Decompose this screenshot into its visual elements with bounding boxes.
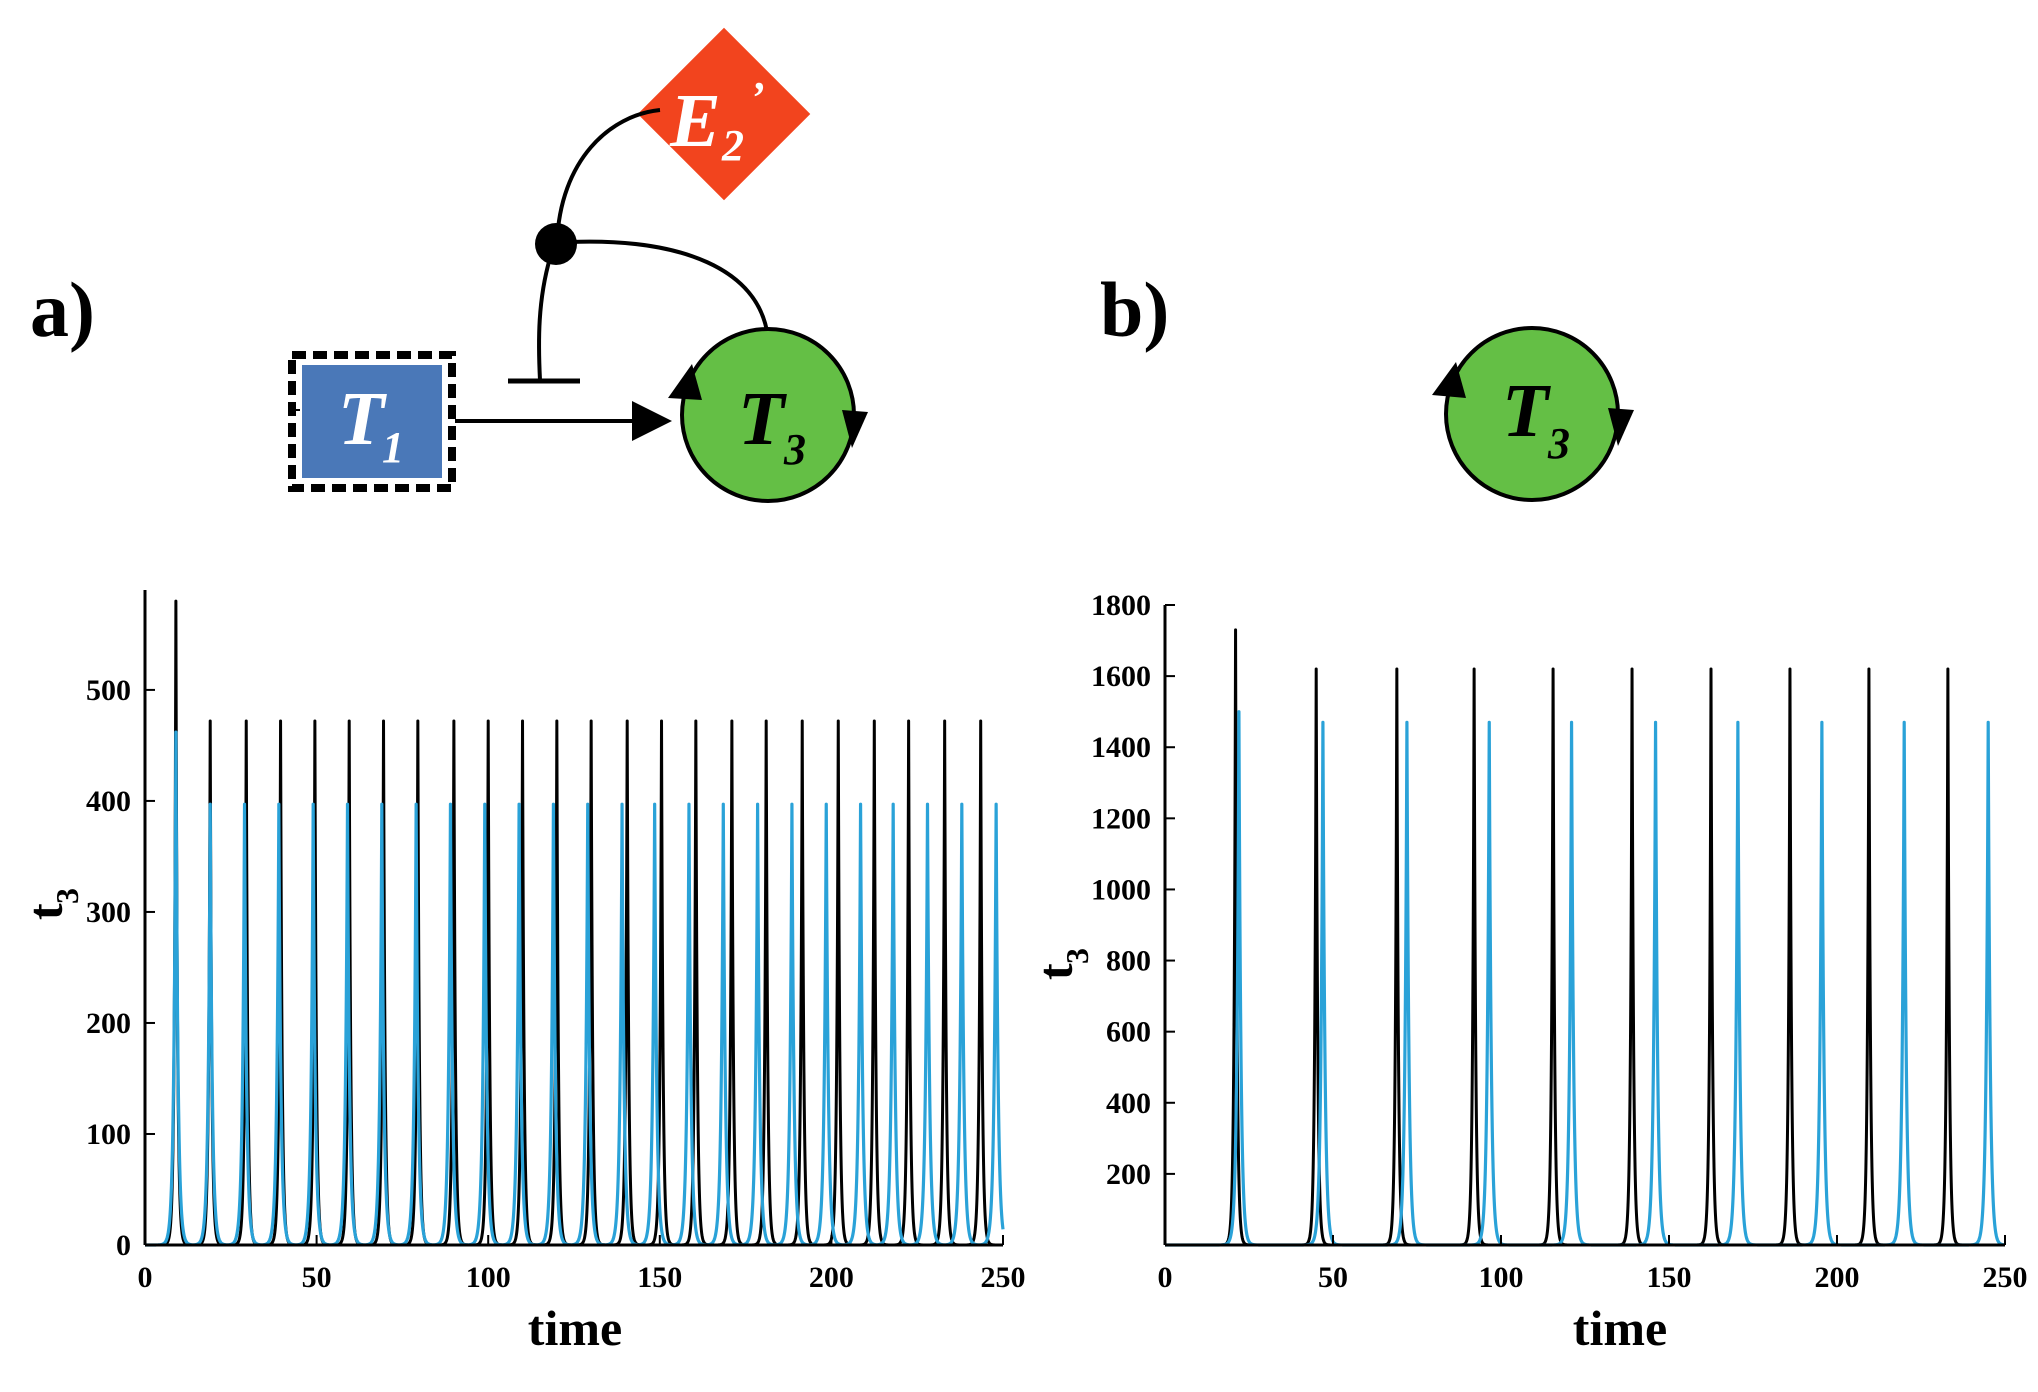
diagram-b: T 3 [1432,326,1634,502]
chart-b-y-axis-title: t 3 [1027,948,1095,980]
node-t3-b-subscript: 3 [1547,419,1570,468]
x-tick-label: 0 [138,1261,153,1294]
y-tick-label: 1000 [1091,873,1151,906]
node-t3-a-subscript: 3 [783,425,806,474]
chart-a-y-axis-title: t 3 [17,888,85,920]
x-tick-label: 150 [637,1261,682,1294]
x-tick-label: 250 [1983,1261,2028,1294]
node-t3-a-letter: T [738,377,787,461]
x-tick-label: 50 [1318,1261,1348,1294]
y-tick-label: 500 [86,674,131,707]
diagram-a: E 2 ’ T 1 T 3 [288,27,868,503]
chart-a-x-axis-title: time [528,1300,622,1356]
node-t3-b-letter: T [1502,369,1551,453]
chart-b: 0 50 100 150 200 250 200 400 600 800 1000 1200 1400… [1027,589,2028,1356]
node-e2-letter: E [669,79,721,163]
chart-a-y-ticks: 0 100 200 300 400 500 [86,674,155,1262]
chart-a: 0 50 100 150 200 250 0 100 200 300 400 500 time t … [17,590,1026,1356]
chart-b-x-axis-title: time [1573,1300,1667,1356]
series-black-line [1163,628,2007,1247]
link-e2-to-junction [555,108,661,244]
chart-a-series [143,599,1005,1247]
chart-a-x-ticks: 0 50 100 150 200 250 [138,1235,1026,1294]
x-tick-label: 150 [1647,1261,1692,1294]
x-tick-label: 100 [466,1261,511,1294]
y-tick-label: 1800 [1091,589,1151,622]
node-t1: T 1 [288,351,456,492]
series-black-line [143,599,1005,1247]
y-tick-label: 200 [86,1007,131,1040]
inhibition-line [537,257,552,381]
chart-b-x-ticks: 0 50 100 150 200 250 [1158,1235,2028,1294]
y-tick-label: 1400 [1091,731,1151,764]
x-tick-label: 0 [1158,1261,1173,1294]
y-tick-label: 100 [86,1118,131,1151]
chart-b-y-label-sub: 3 [1059,948,1095,964]
y-tick-label: 1600 [1091,660,1151,693]
y-tick-label: 200 [1106,1158,1151,1191]
series-blue-line [1163,710,2007,1247]
x-tick-label: 200 [1815,1261,1860,1294]
x-tick-label: 200 [809,1261,854,1294]
y-tick-label: 0 [116,1229,131,1262]
x-tick-label: 50 [302,1261,332,1294]
x-tick-label: 250 [981,1261,1026,1294]
y-tick-label: 400 [86,785,131,818]
chart-b-y-ticks: 200 400 600 800 1000 1200 1400 1600 1800 [1091,589,1175,1191]
node-t3-b: T 3 [1432,326,1634,502]
node-e2-prime-mark: ’ [750,73,765,122]
chart-b-series [1163,628,2007,1247]
y-tick-label: 300 [86,896,131,929]
node-e2-prime: E 2 ’ [637,27,811,201]
y-tick-label: 400 [1106,1087,1151,1120]
link-junction-to-t3 [569,239,770,339]
y-tick-label: 800 [1106,945,1151,978]
node-t3-a: T 3 [668,327,868,503]
panel-label-a: a) [30,266,95,353]
chart-b-y-label: t [1027,963,1083,980]
node-t1-subscript: 1 [382,423,404,472]
chart-a-y-label: t [17,903,73,920]
junction-dot [535,223,577,265]
chart-a-y-label-sub: 3 [49,888,85,904]
y-tick-label: 600 [1106,1016,1151,1049]
panel-label-b: b) [1100,266,1169,353]
x-tick-label: 100 [1479,1261,1524,1294]
node-e2-subscript: 2 [721,121,744,170]
node-t1-letter: T [338,377,387,461]
y-tick-label: 1200 [1091,802,1151,835]
